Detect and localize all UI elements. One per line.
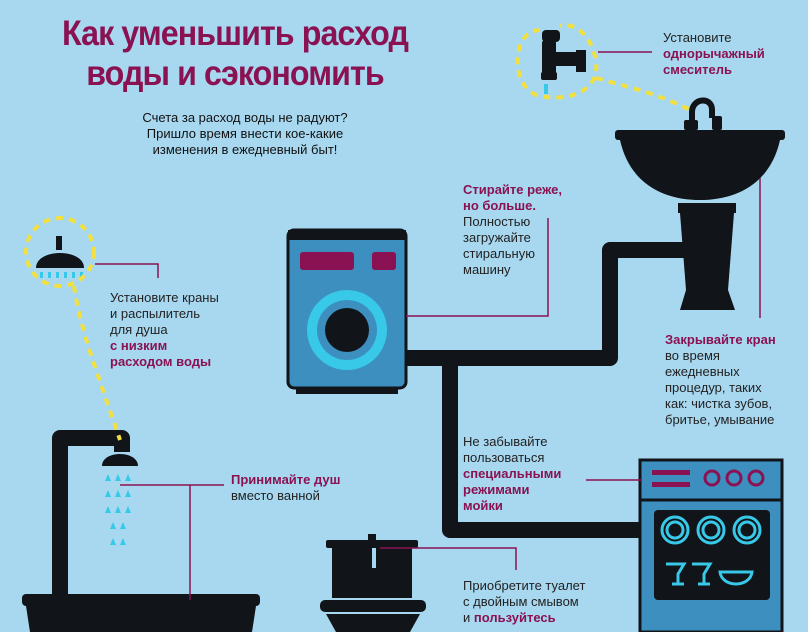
tip-dishwasher-line-1: Не забывайте xyxy=(463,434,548,449)
tip-shower-head-bold-1: с низким xyxy=(110,338,168,353)
page-title: Как уменьшить расход воды и сэкономить xyxy=(19,14,451,94)
tip-shower-head-line-3: для душа xyxy=(110,322,168,337)
tip-mixer-bold-1: однорычажный xyxy=(663,46,765,61)
toilet-icon xyxy=(320,534,426,632)
tip-laundry-line-4: машину xyxy=(463,262,511,277)
tip-dishwasher-bold-1: специальными xyxy=(463,466,562,481)
intro-text: Счета за расход воды не радуют? Пришло в… xyxy=(100,110,390,158)
tip-tap-line-4: как: чистка зубов, xyxy=(665,396,773,411)
shower-icon xyxy=(102,454,138,545)
dishwasher-icon xyxy=(638,458,784,632)
tip-mixer: Установите однорычажный смеситель xyxy=(663,30,765,78)
tip-toilet-line-1: Приобретите туалет xyxy=(463,578,586,593)
tip-laundry-bold-2: но больше. xyxy=(463,198,536,213)
tip-dishwasher: Не забывайте пользоваться специальными р… xyxy=(463,434,561,514)
tip-toilet-bold-1: пользуйтесь xyxy=(473,610,556,625)
mixer-highlight xyxy=(515,23,599,100)
tip-shower-head: Установите краны и распылитель для душа … xyxy=(110,290,219,370)
shower-dash-link xyxy=(72,285,122,441)
tip-toilet-line-2: с двойным смывом xyxy=(463,594,579,609)
tip-shower-head-bold-2: расходом воды xyxy=(110,354,212,369)
mixer-dash-link xyxy=(595,76,691,112)
title-line-2: воды и сэкономить xyxy=(86,54,384,93)
tip-mixer-bold-2: смеситель xyxy=(663,62,732,77)
tip-toilet-and: и xyxy=(463,610,471,625)
tip-tap-line-1: во время xyxy=(665,348,720,363)
tip-shower-head-line-2: и распылитель xyxy=(110,306,201,321)
intro-line-2: Пришло время внести кое-какие xyxy=(146,126,344,141)
tip-dishwasher-bold-2: режимами xyxy=(463,482,530,497)
tip-tap-bold-1: Закрывайте кран xyxy=(665,332,776,347)
intro-line-1: Счета за расход воды не радуют? xyxy=(142,110,348,125)
sink-icon xyxy=(615,97,785,310)
tip-tap: Закрывайте кран во время ежедневных проц… xyxy=(665,332,776,428)
intro-line-3: изменения в ежедневный быт! xyxy=(152,142,338,157)
tip-dishwasher-line-2: пользоваться xyxy=(463,450,545,465)
tip-toilet: Приобретите туалет с двойным смывом и по… xyxy=(463,578,585,626)
tip-tap-line-5: бритье, умывание xyxy=(665,412,775,427)
washing-machine-icon xyxy=(286,228,408,394)
shower-head-icon xyxy=(36,236,84,278)
tip-laundry: Стирайте реже, но больше. Полностью загр… xyxy=(463,182,562,278)
shower-head-highlight xyxy=(24,216,96,288)
tip-shower: Принимайте душ вместо ванной xyxy=(231,472,340,504)
tip-shower-bold-1: Принимайте душ xyxy=(231,472,341,487)
water-pipes xyxy=(52,242,688,600)
bathtub-icon xyxy=(22,594,260,632)
tip-laundry-line-2: загружайте xyxy=(463,230,531,245)
tip-shower-line-1: вместо ванной xyxy=(231,488,320,503)
tip-toilet-line-3: и пользуйтесь xyxy=(463,610,585,626)
mixer-faucet-icon xyxy=(541,30,586,94)
tip-tap-line-3: процедур, таких xyxy=(665,380,762,395)
tip-shower-head-line-1: Установите краны xyxy=(110,290,219,305)
callout-lines xyxy=(95,51,761,600)
tip-mixer-line-1: Установите xyxy=(663,30,732,45)
tip-laundry-bold-1: Стирайте реже, xyxy=(463,182,563,197)
title-line-1: Как уменьшить расход xyxy=(61,14,409,53)
tip-dishwasher-bold-3: мойки xyxy=(463,498,503,513)
tip-laundry-line-1: Полностью xyxy=(463,214,531,229)
tip-tap-line-2: ежедневных xyxy=(665,364,740,379)
tip-laundry-line-3: стиральную xyxy=(463,246,535,261)
